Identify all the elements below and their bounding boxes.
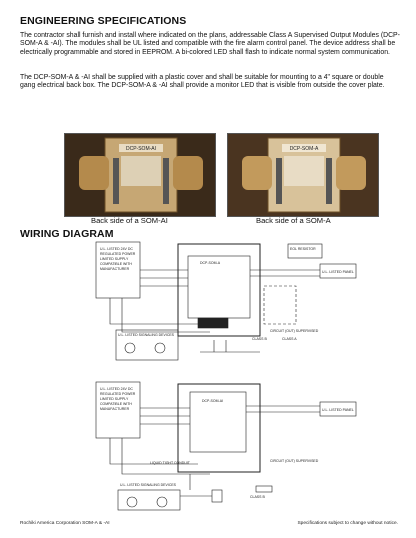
svg-text:COMPATIBLE WITH: COMPATIBLE WITH — [100, 262, 132, 266]
svg-text:COMPATIBLE WITH: COMPATIBLE WITH — [100, 402, 132, 406]
svg-text:CIRCUIT (OUT) SUPERVISED: CIRCUIT (OUT) SUPERVISED — [270, 459, 319, 463]
wiring-heading: WIRING DIAGRAM — [20, 228, 114, 240]
caption-som-ai: Back side of a SOM-AI — [91, 216, 168, 225]
svg-text:LIQUID TIGHT CONDUIT: LIQUID TIGHT CONDUIT — [150, 461, 191, 465]
svg-text:U.L. LISTED 24V DC: U.L. LISTED 24V DC — [100, 387, 133, 391]
svg-text:CLASS B: CLASS B — [252, 337, 267, 341]
svg-text:REGULATED POWER: REGULATED POWER — [100, 392, 136, 396]
spec-paragraph-1: The contractor shall furnish and install… — [20, 32, 400, 56]
svg-text:CIRCUIT (OUT) SUPERVISED: CIRCUIT (OUT) SUPERVISED — [270, 329, 319, 333]
svg-text:MANUFACTURER: MANUFACTURER — [100, 407, 130, 411]
svg-text:U.L. LISTED PANEL: U.L. LISTED PANEL — [322, 408, 354, 412]
svg-text:EOL RESISTOR: EOL RESISTOR — [290, 247, 316, 251]
svg-text:U.L. LISTED SIGNALING DEVICES: U.L. LISTED SIGNALING DEVICES — [120, 483, 177, 487]
svg-text:U.L. LISTED PANEL: U.L. LISTED PANEL — [322, 270, 354, 274]
svg-text:MANUFACTURER: MANUFACTURER — [100, 267, 130, 271]
svg-text:U.L. LISTED SIGNALING DEVICES: U.L. LISTED SIGNALING DEVICES — [118, 333, 175, 337]
svg-text:CLASS A: CLASS A — [282, 337, 297, 341]
som-a-photo: DCP-SOM-A — [227, 133, 379, 217]
footer-left: Rochiki America Corporation SOM-A & -AI — [20, 521, 110, 526]
caption-som-a: Back side of a SOM-A — [256, 216, 331, 225]
svg-text:LIMITED SUPPLY: LIMITED SUPPLY — [100, 397, 129, 401]
som-ai-label: DCP-SOM-AI — [126, 146, 156, 152]
wiring-diagram-1: U.L. LISTED 24V DC REGULATED POWER LIMIT… — [20, 240, 400, 375]
svg-text:U.L. LISTED 24V DC: U.L. LISTED 24V DC — [100, 247, 133, 251]
svg-text:LIMITED SUPPLY: LIMITED SUPPLY — [100, 257, 129, 261]
footer-right: Specifications subject to change without… — [297, 521, 398, 526]
svg-text:DCP-SOM-AI: DCP-SOM-AI — [202, 399, 223, 403]
spec-paragraph-2: The DCP-SOM-A & -AI shall be supplied wi… — [20, 74, 385, 90]
wiring-diagram-2: U.L. LISTED 24V DC REGULATED POWER LIMIT… — [20, 378, 400, 518]
specs-heading: ENGINEERING SPECIFICATIONS — [20, 15, 187, 27]
som-a-label: DCP-SOM-A — [290, 146, 319, 152]
svg-text:DCP-SOM-A: DCP-SOM-A — [200, 261, 221, 265]
som-ai-photo: DCP-SOM-AI — [64, 133, 216, 217]
svg-text:CLASS B: CLASS B — [250, 495, 265, 499]
svg-text:REGULATED POWER: REGULATED POWER — [100, 252, 136, 256]
